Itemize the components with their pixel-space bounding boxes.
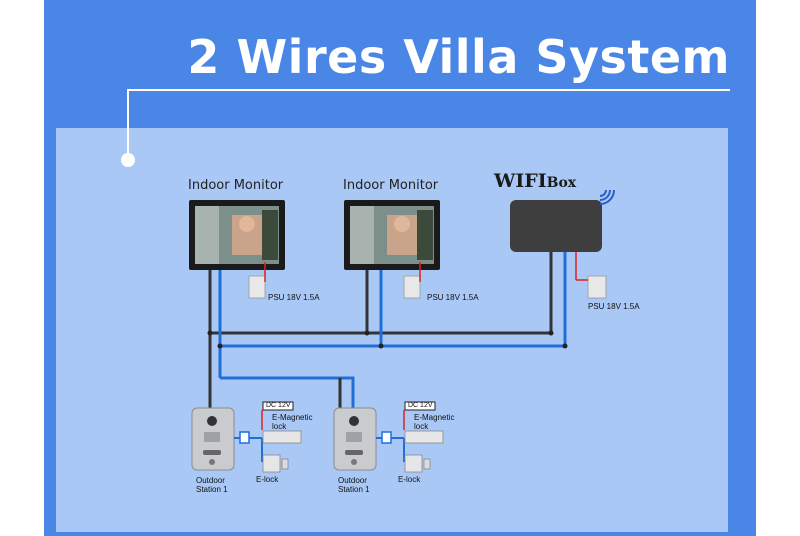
wifi-box-label: WIFIBox	[494, 170, 576, 192]
elock-1-label: E-lock	[256, 475, 279, 484]
wire-junctions	[207, 330, 568, 349]
psu-1-label: PSU 18V 1.5A	[268, 293, 320, 302]
monitor-1-label: Indoor Monitor	[188, 178, 284, 193]
indoor-monitor-1	[189, 200, 285, 270]
monitor-2-label: Indoor Monitor	[343, 178, 439, 193]
wifi-box	[510, 200, 602, 252]
psu-3-label: PSU 18V 1.5A	[588, 302, 640, 311]
maglock-1-line2: lock	[272, 422, 287, 431]
maglock-2-line2: lock	[414, 422, 429, 431]
page-title: 2 Wires Villa System	[187, 30, 730, 84]
psu-2	[403, 262, 421, 299]
station-1-label-line2: Station 1	[196, 485, 228, 494]
elock-2-label: E-lock	[398, 475, 421, 484]
psu-2-label: PSU 18V 1.5A	[427, 293, 479, 302]
dc-label-1: DC 12V	[266, 402, 291, 409]
blue-bus-wire	[218, 252, 567, 408]
outdoor-station-2	[333, 407, 377, 471]
station-1-label-line1: Outdoor	[196, 476, 225, 485]
dc-label-2: DC 12V	[408, 402, 433, 409]
indoor-monitor-2	[344, 200, 440, 270]
station-2-label-line1: Outdoor	[338, 476, 367, 485]
outdoor-station-1	[191, 407, 235, 471]
wifi-box-label-sub: Box	[546, 175, 577, 191]
wifi-box-label-main: WIFI	[494, 170, 547, 192]
maglock-1-line1: E-Magnetic	[272, 413, 313, 422]
lock-wiring-1	[234, 401, 302, 473]
title-connector-line	[127, 89, 730, 158]
wifi-signal-icon	[599, 189, 615, 205]
station-2-label-line2: Station 1	[338, 485, 370, 494]
diagram-panel	[56, 128, 728, 532]
psu-1	[248, 262, 266, 299]
psu-3	[575, 252, 607, 299]
maglock-2-line1: E-Magnetic	[414, 413, 455, 422]
title-connector-dot	[121, 153, 135, 167]
lock-wiring-2	[376, 401, 444, 473]
